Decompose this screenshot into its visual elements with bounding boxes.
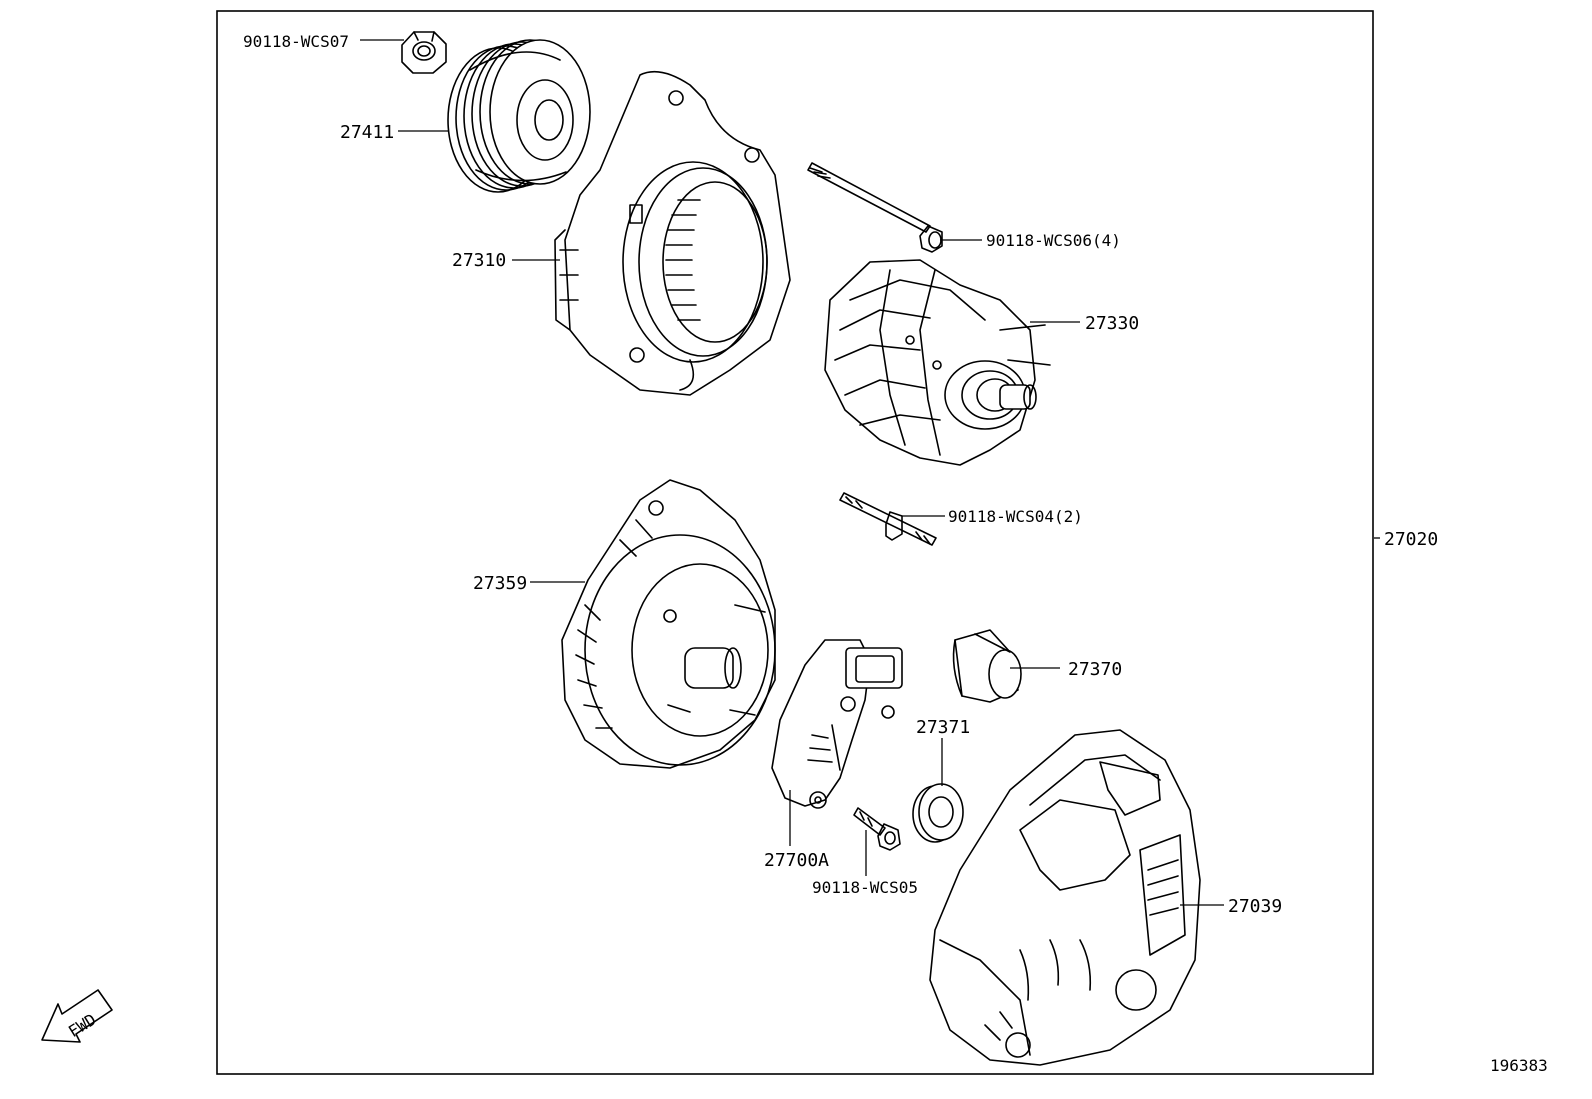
leader-lines — [360, 39, 1380, 906]
label-nut: 90118-WCS07 — [243, 32, 349, 51]
label-regulator: 27700A — [764, 850, 829, 871]
screw-part[interactable] — [853, 807, 901, 851]
rear-cover-part[interactable] — [929, 729, 1201, 1066]
label-rotor: 27330 — [1085, 313, 1139, 334]
label-screw: 90118-WCS05 — [812, 878, 918, 897]
label-brush-holder: 27370 — [1068, 659, 1122, 680]
brush-holder-part[interactable] — [952, 629, 1022, 703]
drive-end-frame-part[interactable] — [554, 70, 791, 396]
label-assembly: 27020 — [1384, 529, 1438, 550]
label-pulley: 27411 — [340, 122, 394, 143]
label-rear-cover: 27039 — [1228, 896, 1282, 917]
label-stud-bolt: 90118-WCS04(2) — [948, 507, 1083, 526]
seal-ring-part[interactable] — [912, 783, 964, 843]
label-rectifier-end-frame: 27359 — [473, 573, 527, 594]
rotor-part[interactable] — [824, 259, 1051, 466]
label-drive-end-frame: 27310 — [452, 250, 506, 271]
label-through-bolt: 90118-WCS06(4) — [986, 231, 1121, 250]
assembly-frame — [216, 10, 1374, 1075]
through-bolt-part[interactable] — [807, 162, 943, 253]
regulator-part[interactable] — [771, 639, 903, 809]
pulley-part[interactable] — [447, 39, 591, 193]
stud-bolt-part[interactable] — [839, 492, 937, 546]
fwd-arrow-icon — [41, 989, 113, 1043]
reference-id: 196383 — [1490, 1056, 1548, 1075]
rectifier-end-frame-part[interactable] — [561, 479, 776, 769]
nut-part[interactable] — [401, 31, 447, 74]
label-seal-ring: 27371 — [916, 717, 970, 738]
